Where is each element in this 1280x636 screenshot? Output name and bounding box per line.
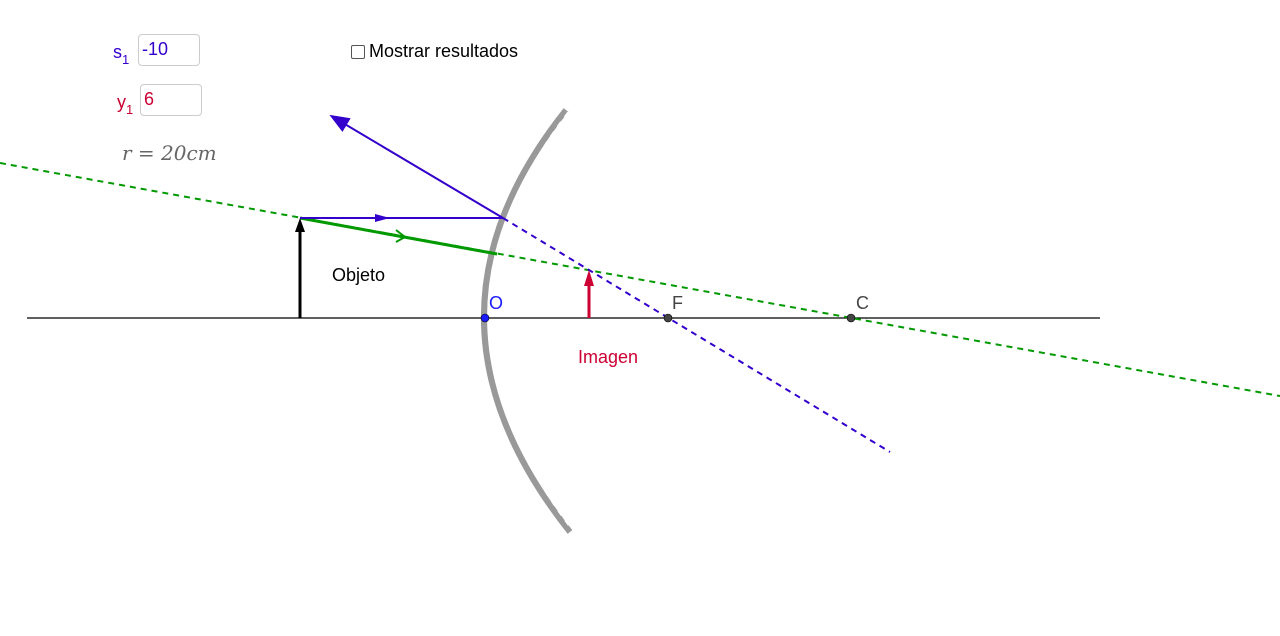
blue-ray-extension <box>502 217 891 453</box>
center-label: C <box>856 293 869 313</box>
green-ray <box>299 216 498 256</box>
s1-label: s1 <box>113 42 130 67</box>
checkbox-icon[interactable] <box>351 44 365 59</box>
s1-input[interactable]: -10 <box>138 34 200 66</box>
image-label: Imagen <box>578 347 639 367</box>
radius-text: r = 20cm <box>122 141 217 165</box>
y1-label: y1 <box>117 92 134 117</box>
point-c[interactable] <box>846 313 856 323</box>
concave-mirror <box>481 108 573 534</box>
object-arrowhead-icon <box>295 218 305 232</box>
blue-ray-arrow-icon <box>375 214 390 222</box>
green-ray-arrow-icon <box>395 229 407 243</box>
mirror-dashed-edge <box>489 111 573 531</box>
image-arrowhead-icon <box>584 270 594 286</box>
focus-label: F <box>672 293 683 313</box>
checkbox-label: Mostrar resultados <box>369 41 519 61</box>
blue-ray-reflected <box>329 114 504 219</box>
show-results-checkbox[interactable]: Mostrar resultados <box>351 41 518 62</box>
point-o[interactable] <box>480 313 490 323</box>
object-label: Objeto <box>332 265 386 285</box>
vertex-label: O <box>489 293 504 313</box>
green-ray-extension <box>0 162 1280 397</box>
y1-input[interactable]: 6 <box>140 84 202 116</box>
point-f[interactable] <box>663 313 673 323</box>
